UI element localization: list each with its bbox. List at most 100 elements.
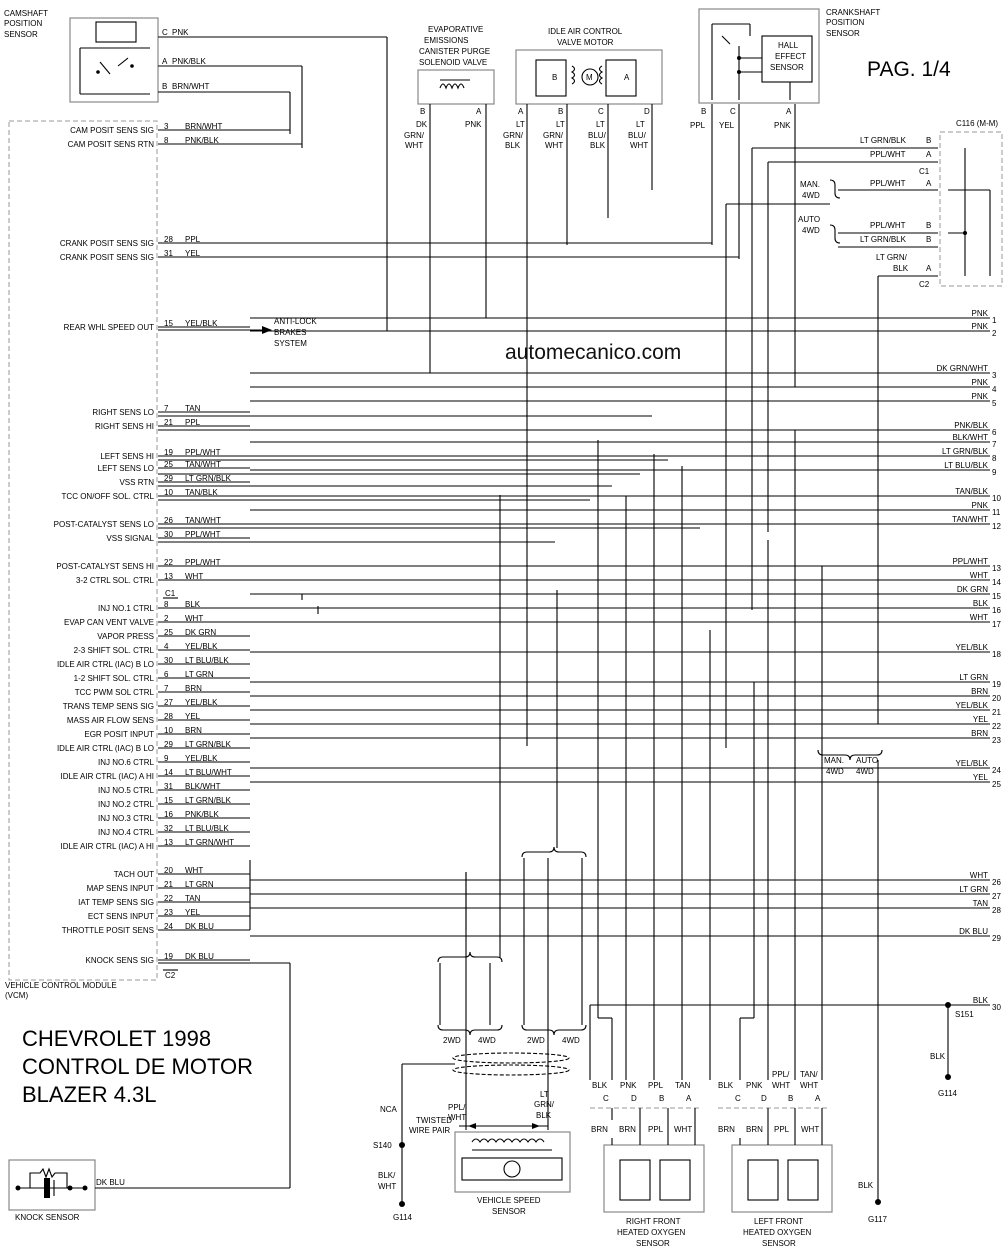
wire-number: 23	[992, 736, 1001, 745]
svg-text:PPL: PPL	[690, 121, 706, 130]
svg-text:A: A	[926, 150, 932, 159]
vcm-pin-wire-color: PPL/WHT	[185, 558, 221, 567]
svg-text:POSITION: POSITION	[826, 18, 864, 27]
vcm-pin-name: KNOCK SENS SIG	[86, 956, 154, 965]
wire-number: 17	[992, 620, 1001, 629]
svg-text:HALL: HALL	[778, 41, 799, 50]
vcm-pin-number: 31	[164, 782, 173, 791]
svg-text:GRN/: GRN/	[534, 1100, 555, 1109]
wire-number: 12	[992, 522, 1001, 531]
svg-text:SENSOR: SENSOR	[636, 1239, 670, 1248]
wire-number: 15	[992, 592, 1001, 601]
vcm-pin-number: 23	[164, 908, 173, 917]
vcm-pin-number: 13	[164, 572, 173, 581]
svg-text:LEFT FRONT: LEFT FRONT	[754, 1217, 803, 1226]
vehicle-speed-sensor: VEHICLE SPEED SENSOR PPL/ WHT LT GRN/ BL…	[380, 1052, 571, 1216]
svg-text:WHT: WHT	[800, 1081, 818, 1090]
svg-text:SENSOR: SENSOR	[826, 29, 860, 38]
vcm-pin-number: 10	[164, 488, 173, 497]
svg-text:A: A	[786, 107, 792, 116]
svg-text:AUTO: AUTO	[798, 215, 820, 224]
wire-color-label: PNK	[972, 501, 989, 510]
vcm-pin-number: 19	[164, 952, 173, 961]
svg-text:VEHICLE SPEED: VEHICLE SPEED	[477, 1196, 541, 1205]
vcm-pin-number: 25	[164, 628, 173, 637]
vcm-pin-wire-color: YEL/BLK	[185, 698, 218, 707]
svg-text:YEL: YEL	[719, 121, 735, 130]
svg-text:PNK: PNK	[465, 120, 482, 129]
vcm-pin-number: 4	[164, 642, 169, 651]
vcm-pin-number: 10	[164, 726, 173, 735]
vcm-pin-name: EVAP CAN VENT VALVE	[64, 618, 154, 627]
svg-text:B: B	[926, 235, 931, 244]
vcm-pin-row: KNOCK SENS SIG 19 DK BLU	[86, 952, 215, 965]
watermark: automecanico.com	[505, 341, 681, 364]
svg-text:C: C	[730, 107, 736, 116]
wire-color-label: WHT	[970, 871, 988, 880]
svg-text:NCA: NCA	[380, 1105, 398, 1114]
svg-text:B: B	[420, 107, 425, 116]
svg-text:C1: C1	[919, 167, 930, 176]
vcm-pin-name: THROTTLE POSIT SENS	[62, 926, 154, 935]
vcm-pin-number: 27	[164, 698, 173, 707]
vcm-pin-name: POST-CATALYST SENS HI	[56, 562, 154, 571]
svg-text:SENSOR: SENSOR	[492, 1207, 526, 1216]
svg-text:B: B	[162, 82, 167, 91]
svg-text:B: B	[701, 107, 706, 116]
svg-text:4WD: 4WD	[826, 767, 844, 776]
vcm-pin-wire-color: DK BLU	[185, 952, 214, 961]
wire-color-label: PNK	[972, 322, 989, 331]
vcm-pin-wire-color: LT BLU/WHT	[185, 768, 232, 777]
svg-text:4WD: 4WD	[802, 226, 820, 235]
wire-number: 29	[992, 934, 1001, 943]
wire-color-label: BLK	[973, 599, 989, 608]
svg-text:BRN: BRN	[619, 1125, 636, 1134]
vcm-pin-wire-color: PNK/BLK	[185, 810, 219, 819]
vcm-pin-name: TACH OUT	[114, 870, 154, 879]
svg-text:PPL: PPL	[648, 1125, 664, 1134]
c116-connector: C116 (M-M) LT GRN/BLK B PPL/WHT A C1 PPL…	[798, 119, 1003, 289]
svg-text:CRANKSHAFT: CRANKSHAFT	[826, 8, 880, 17]
svg-text:EFFECT: EFFECT	[775, 52, 806, 61]
wire-number: 3	[992, 371, 997, 380]
svg-text:B: B	[788, 1094, 793, 1103]
svg-text:C: C	[162, 28, 168, 37]
vcm-pin-name: INJ NO.5 CTRL	[98, 786, 155, 795]
vcm-pin-number: 31	[164, 249, 173, 258]
svg-text:G117: G117	[868, 1215, 888, 1224]
vcm-pin-wire-color: PNK/BLK	[185, 136, 219, 145]
vcm-pin-wire-color: YEL	[185, 712, 201, 721]
vcm-pin-number: 21	[164, 418, 173, 427]
vcm-pin-wire-color: YEL/BLK	[185, 754, 218, 763]
vcm-pin-wire-color: TAN/WHT	[185, 460, 221, 469]
svg-text:PPL/WHT: PPL/WHT	[870, 221, 906, 230]
svg-text:C116 (M-M): C116 (M-M)	[956, 119, 998, 128]
vcm-pin-wire-color: TAN/BLK	[185, 488, 218, 497]
vcm-pin-number: 21	[164, 880, 173, 889]
vcm-pin-name: 3-2 CTRL SOL. CTRL	[76, 576, 154, 585]
svg-text:WHT: WHT	[545, 141, 563, 150]
title-line-2: CONTROL DE MOTOR	[22, 1054, 253, 1079]
svg-text:D: D	[761, 1094, 767, 1103]
svg-text:LT: LT	[540, 1090, 549, 1099]
svg-text:C: C	[735, 1094, 741, 1103]
svg-text:IDLE AIR CONTROL: IDLE AIR CONTROL	[548, 27, 623, 36]
splice-s151: S151 BLK G114	[930, 1010, 974, 1098]
